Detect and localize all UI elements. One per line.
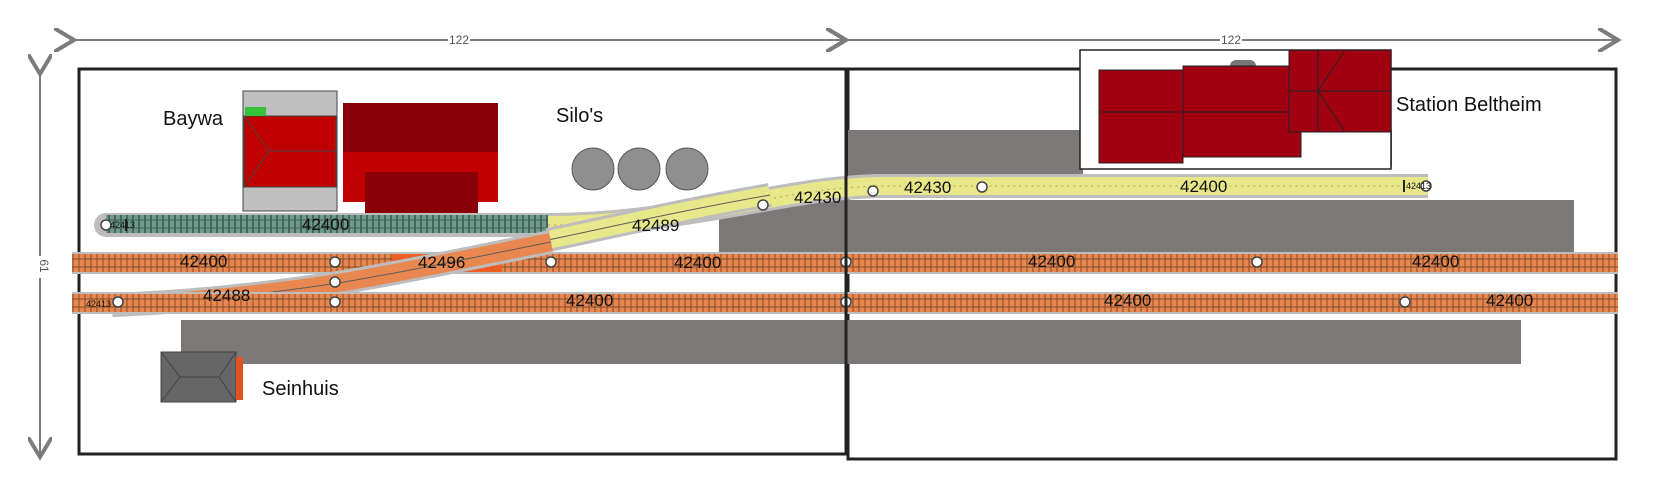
- dimension-left: 61: [37, 259, 51, 273]
- station-roof-1: [1098, 69, 1184, 113]
- joint: [757, 199, 769, 211]
- station-building: Station Beltheim: [1079, 49, 1542, 170]
- joint: [112, 296, 124, 308]
- track-label-main-3: 42400: [674, 253, 721, 272]
- joint: [329, 256, 341, 268]
- track-label-lower-4: 42400: [1486, 291, 1533, 310]
- seinhuis-building: Seinhuis: [160, 351, 339, 403]
- joint: [100, 219, 112, 231]
- silo-1: [571, 147, 615, 191]
- platform-upper: [848, 130, 1083, 176]
- station-roof-4: [1182, 111, 1302, 158]
- baywa-green-marker: [245, 107, 266, 116]
- track-label-main-5: 42400: [1412, 252, 1459, 271]
- station-roof-3: [1098, 111, 1184, 164]
- silo-2: [617, 147, 661, 191]
- warehouse-annex: [365, 172, 478, 217]
- joint: [1399, 296, 1411, 308]
- track-label-yellow-4: 42400: [1180, 177, 1227, 196]
- track-label-main-4: 42400: [1028, 252, 1075, 271]
- station-label: Station Beltheim: [1396, 94, 1542, 116]
- platforms: [181, 130, 1574, 364]
- seinhuis-orange-edge: [236, 357, 243, 400]
- track-yellow-branch: [545, 183, 773, 252]
- track-labels: 42400 42489 42430 42430 42400 42400 4249…: [180, 177, 1533, 310]
- track-label-lower-1: 42488: [203, 286, 250, 305]
- platform-lower: [181, 320, 1521, 364]
- baywa-label: Baywa: [163, 108, 224, 130]
- buffer-stops: 42413 42413 42413: [86, 180, 1431, 309]
- seinhuis-label: Seinhuis: [262, 378, 339, 400]
- track-label-green: 42400: [302, 215, 349, 234]
- silos-label: Silo's: [556, 105, 603, 127]
- baywa-buildings: Baywa: [163, 90, 498, 217]
- joint: [329, 296, 341, 308]
- joint: [329, 276, 341, 288]
- joint: [976, 181, 988, 193]
- joint: [867, 185, 879, 197]
- track-green-siding: [94, 213, 560, 237]
- silos: Silo's: [556, 105, 709, 191]
- buffer-left-label: 42413: [110, 220, 135, 230]
- silo-3: [665, 147, 709, 191]
- track-label-lower-2: 42400: [566, 291, 613, 310]
- track-label-yellow-2: 42430: [794, 188, 841, 207]
- platform-mid: [719, 200, 1574, 252]
- dimension-top-right: 122: [1221, 33, 1241, 47]
- joint: [1251, 256, 1263, 268]
- buffer-right-label: 42413: [1406, 181, 1431, 191]
- track-label-main-2: 42496: [418, 253, 465, 272]
- lower-end-label: 42413: [86, 299, 111, 309]
- track-label-yellow-3: 42430: [904, 178, 951, 197]
- station-roof-2: [1182, 65, 1302, 113]
- dimension-top-left: 122: [449, 33, 469, 47]
- seinhuis-roof: [160, 351, 237, 403]
- dimension-lines: 122 122 61: [32, 32, 1618, 457]
- joint: [545, 256, 557, 268]
- track-label-yellow-1: 42489: [632, 216, 679, 235]
- track-label-main-1: 42400: [180, 252, 227, 271]
- warehouse-roof-top: [343, 103, 498, 152]
- track-label-lower-3: 42400: [1104, 291, 1151, 310]
- joint: [1420, 180, 1432, 192]
